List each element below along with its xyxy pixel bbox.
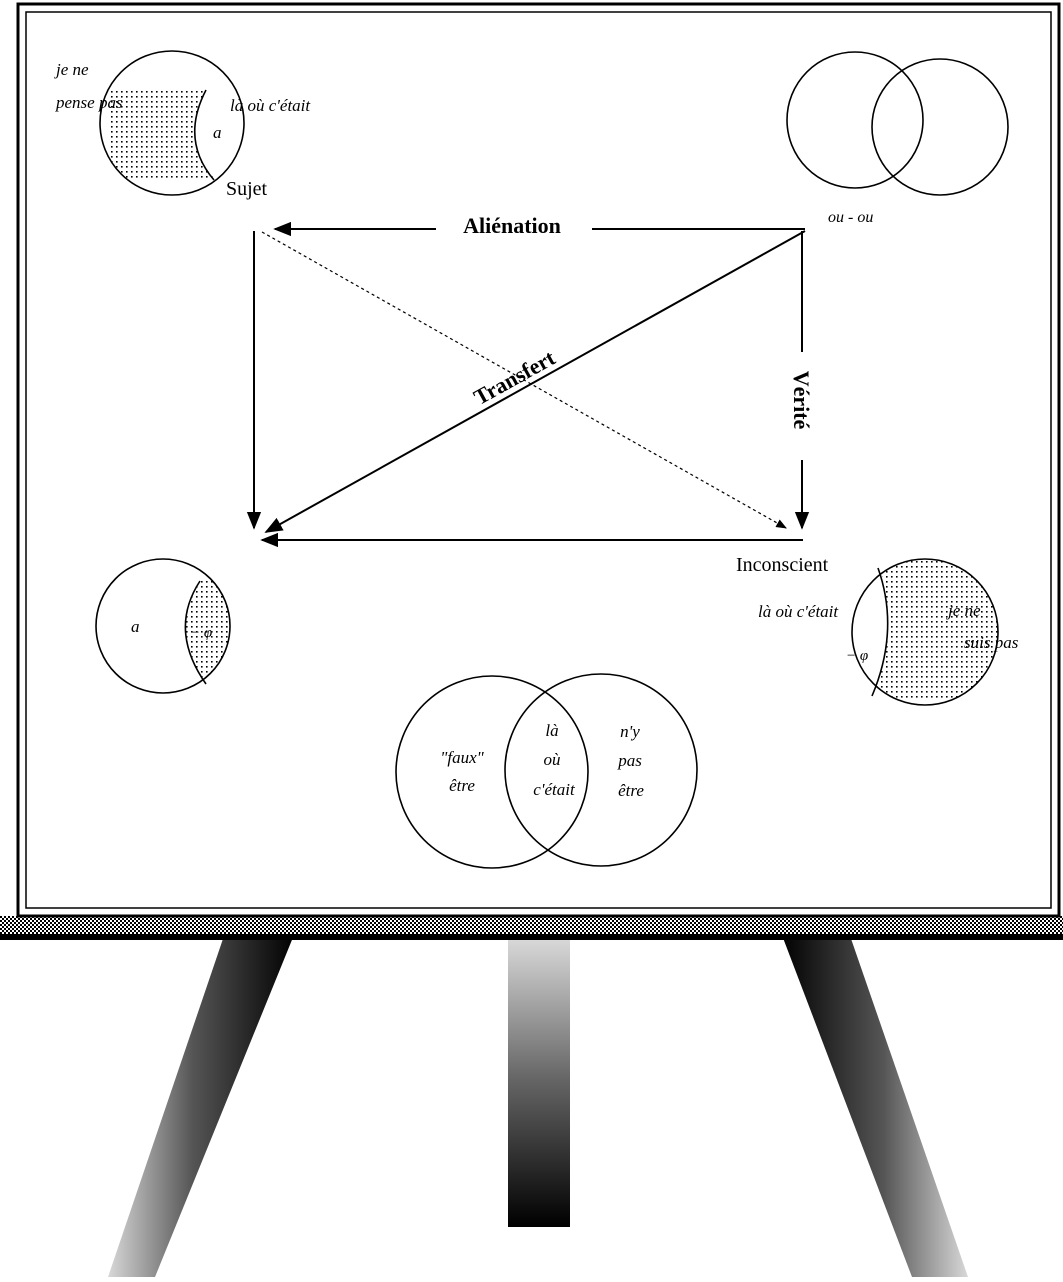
left-small-minus-phi: − φ [190, 625, 212, 641]
sujet-outside-line2: pense pas [55, 93, 123, 112]
bottom-venn-right-circle [504, 673, 698, 867]
sujet-object-a: a [213, 123, 222, 142]
sujet-shaded-region [108, 90, 214, 178]
ou-ou-label: ou - ou [828, 209, 873, 226]
left-small-circle [95, 558, 231, 694]
sujet-circle [99, 50, 245, 196]
ou-ou-venn [786, 51, 1009, 196]
left-small-inner-arc [184, 580, 207, 685]
inconscient-minus-phi: − φ [846, 648, 868, 664]
easel-ledge [0, 916, 1063, 940]
sujet-inner-arc [193, 89, 215, 181]
easel-legs [108, 930, 968, 1277]
inconscient-circle [851, 558, 999, 706]
alienation-gap [436, 210, 592, 244]
venn-left-line1: "faux" [440, 748, 484, 767]
alienation-label: Aliénation [463, 213, 561, 238]
ou-ou-right-circle [871, 58, 1009, 196]
sujet-label: Sujet [226, 178, 268, 200]
inconscient-right-line1: je ne [946, 601, 981, 620]
venn-left-line2: être [449, 776, 475, 795]
venn-middle-line2: où [544, 750, 561, 769]
bottom-venn-left-circle [395, 675, 589, 869]
venn-right-line3: être [618, 781, 644, 800]
inconscient-inner-arc [871, 567, 889, 697]
inconscient-shaded-region [852, 560, 998, 700]
sujet-inside-label: là où c'était [230, 96, 311, 115]
diagonal-dashed-arrow [261, 231, 787, 529]
sujet-circle-diagram [99, 50, 245, 196]
venn-right-line2: pas [617, 751, 642, 770]
left-small-a-label: a [131, 617, 140, 636]
sujet-outside-line1: je ne [54, 60, 89, 79]
schema-arrows [246, 210, 822, 548]
inconscient-right-line2: suis pas [964, 633, 1019, 652]
inconscient-label: Inconscient [736, 554, 829, 576]
venn-right-line1: n'y [620, 722, 640, 741]
verite-gap [782, 352, 822, 460]
easel-right-leg [780, 930, 968, 1277]
easel-left-leg [108, 930, 296, 1277]
inconscient-inside-label: là où c'était [758, 602, 839, 621]
easel-middle-leg [508, 930, 570, 1227]
venn-middle-line3: c'était [533, 780, 576, 799]
ou-ou-left-circle [786, 51, 924, 189]
verite-label: Vérité [789, 371, 814, 430]
bottom-venn [395, 673, 698, 869]
inconscient-circle-diagram [851, 558, 999, 706]
transfert-arrow [264, 230, 806, 533]
venn-middle-line1: là [545, 721, 558, 740]
